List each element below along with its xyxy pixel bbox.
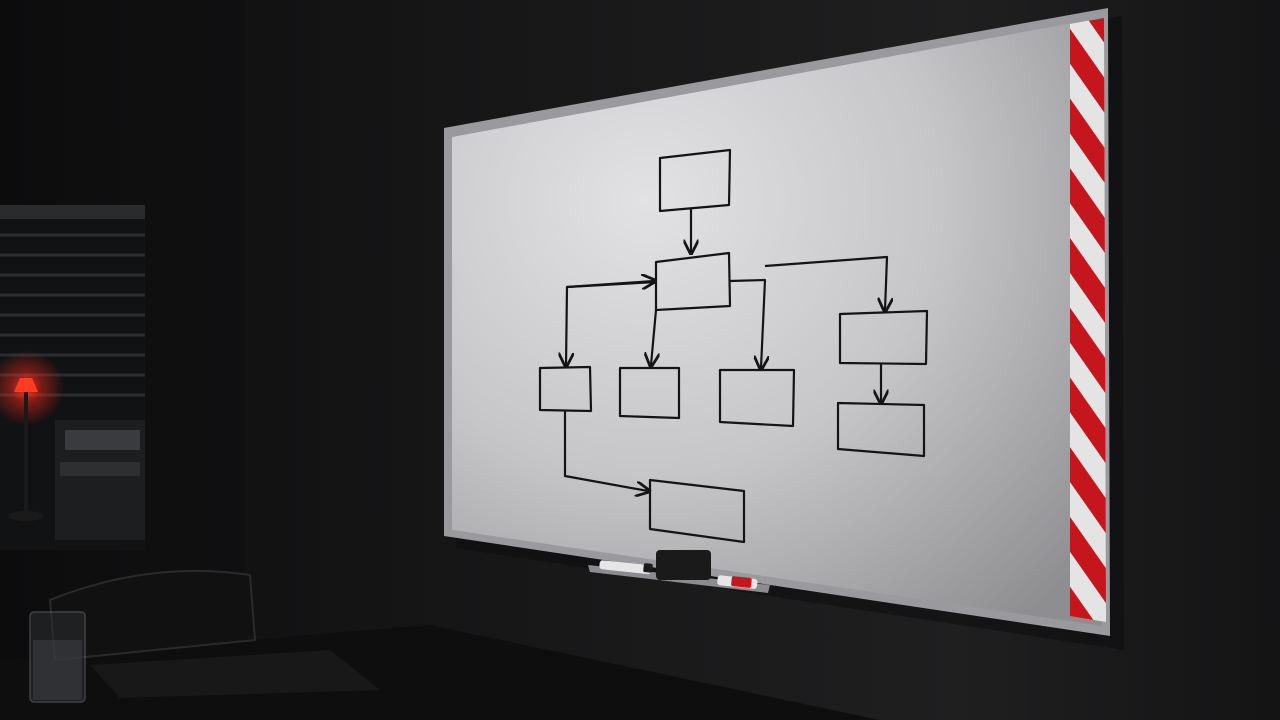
hazard-tape — [1070, 18, 1106, 622]
notebook — [90, 650, 380, 698]
arrow-left-back — [566, 281, 654, 287]
arrow-center-to-midright — [729, 278, 765, 368]
glass-icon — [29, 611, 86, 703]
flowchart-box-top — [658, 148, 732, 213]
window-blinds-icon — [0, 205, 145, 550]
marker-icon — [717, 575, 758, 589]
arrow-center-to-right — [764, 255, 887, 310]
flowchart-box-right-upper — [838, 309, 929, 366]
flowchart-box-mid-right — [718, 368, 796, 428]
marker-icon — [599, 560, 653, 575]
board-surface — [452, 18, 1102, 626]
chair-icon — [48, 569, 257, 662]
whiteboard-icon — [444, 8, 1124, 650]
arrow-center-to-midleft — [651, 309, 656, 365]
table — [0, 625, 880, 720]
flowchart-box-bottom — [648, 478, 746, 544]
eraser-icon — [656, 550, 711, 580]
flowchart-box-center — [654, 251, 732, 312]
lamp-icon — [0, 350, 64, 521]
flowchart-box-right-lower — [836, 401, 926, 458]
flowchart — [538, 148, 929, 544]
arrow-left-to-bottom — [563, 411, 648, 491]
marker-tray — [588, 550, 770, 593]
